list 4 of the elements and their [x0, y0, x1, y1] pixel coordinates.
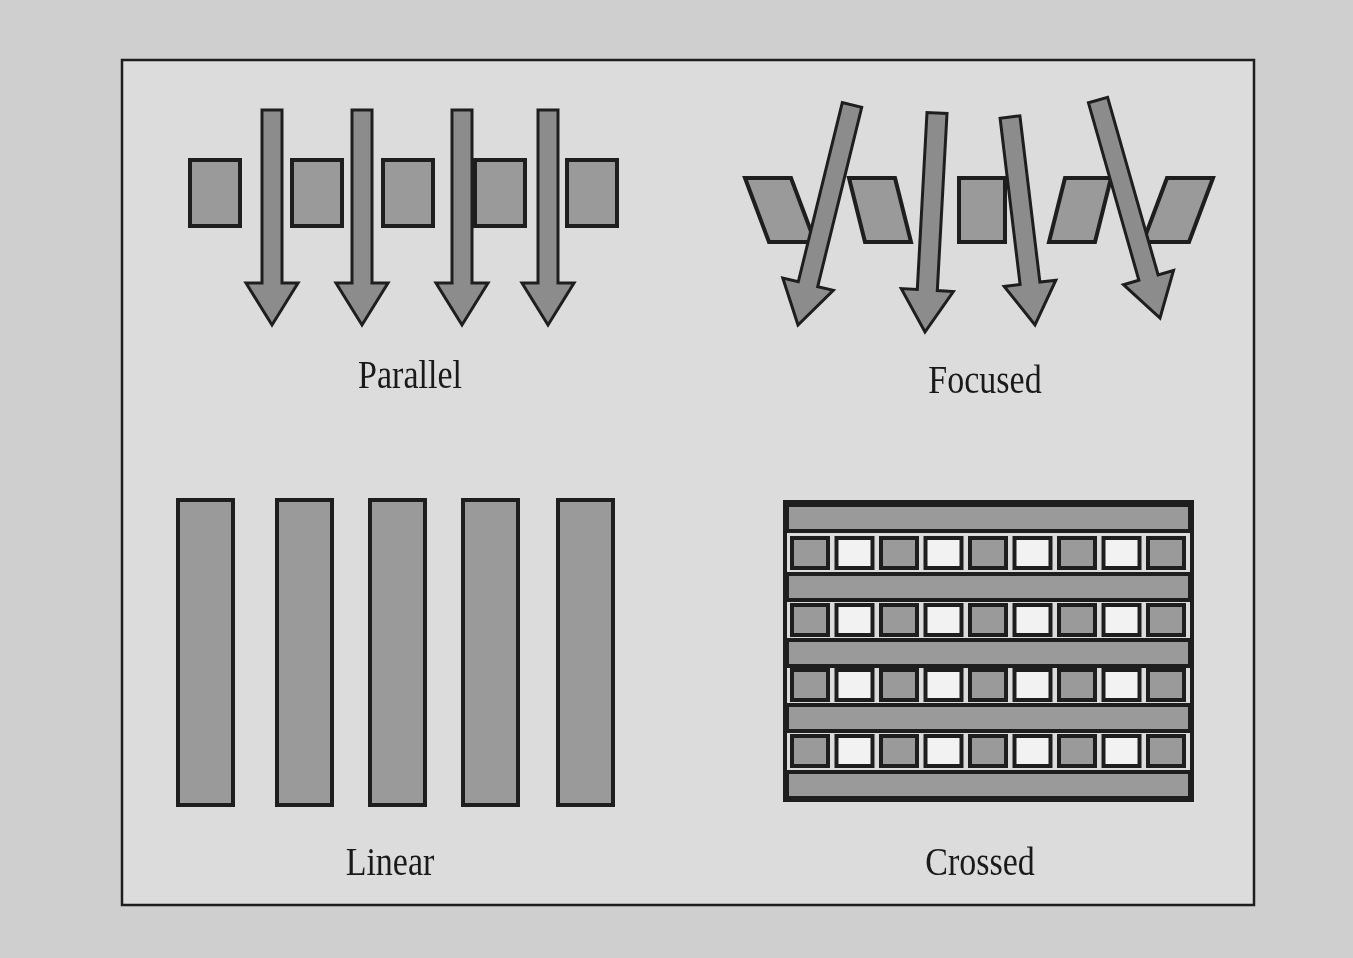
grid-type-label: Crossed — [925, 842, 1035, 882]
grid-type-label: Focused — [928, 360, 1042, 400]
grid-type-label: Parallel — [358, 355, 462, 395]
grid-type-label: Linear — [345, 842, 435, 882]
